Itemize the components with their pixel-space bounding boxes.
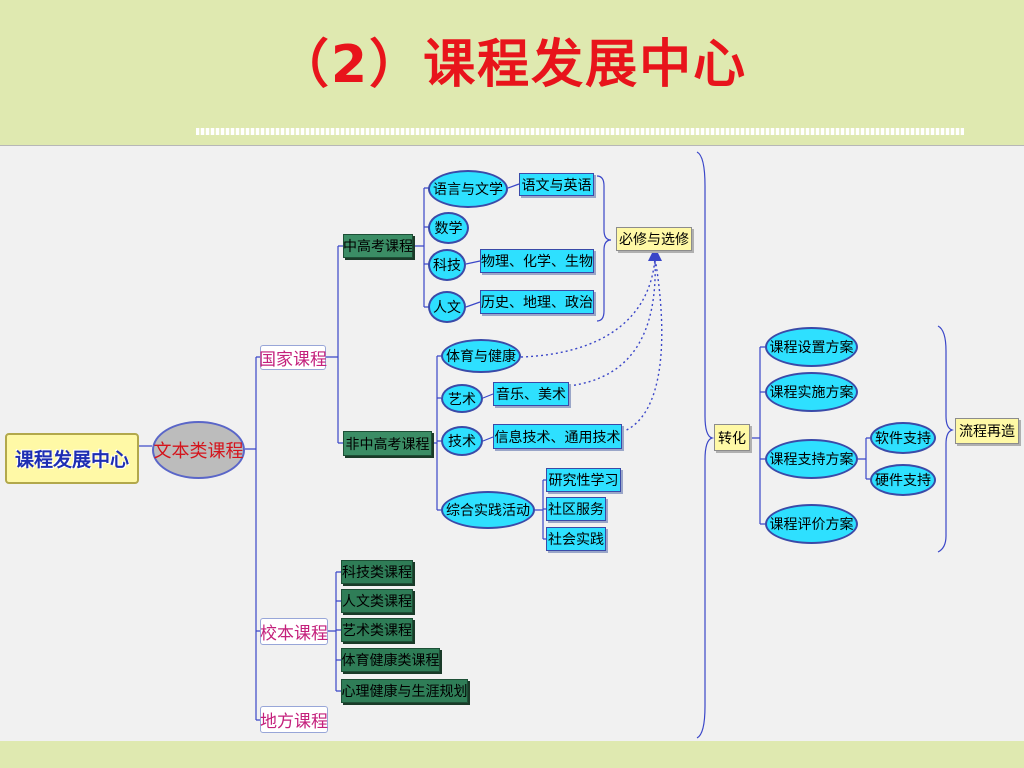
plan-implement-node: 课程实施方案 [765, 372, 858, 412]
school-item-psych-career: 心理健康与生涯规划 [341, 679, 468, 703]
dotted-arts-required [568, 257, 656, 387]
nonexam-courses-node: 非中高考课程 [343, 431, 432, 456]
link-practice [535, 479, 546, 540]
link-hum [465, 301, 481, 308]
music-art-node: 音乐、美术 [493, 382, 569, 406]
link-exam [413, 187, 430, 308]
research-learning-node: 研究性学习 [546, 468, 621, 492]
title-divider [196, 128, 964, 135]
national-courses-node: 国家课程 [259, 345, 327, 370]
exam-courses-node: 中高考课程 [343, 234, 413, 258]
plan-setup-node: 课程设置方案 [765, 327, 858, 367]
hardware-support-node: 硬件支持 [870, 464, 936, 496]
humanities-node: 人文 [428, 291, 466, 323]
page-title: （2）课程发展中心 [276, 35, 748, 95]
link-school [328, 571, 341, 692]
plan-support-node: 课程支持方案 [765, 439, 858, 479]
brace-required [596, 175, 612, 322]
plan-evaluation-node: 课程评价方案 [765, 504, 858, 544]
link-tech [482, 436, 494, 442]
phys-chem-bio-node: 物理、化学、生物 [480, 249, 594, 273]
school-item-pe-health: 体育健康类课程 [341, 648, 440, 672]
community-service-node: 社区服务 [546, 497, 606, 521]
dotted-tech-required [621, 257, 663, 433]
it-general-tech-node: 信息技术、通用技术 [493, 424, 622, 449]
link-arts [482, 393, 494, 399]
hist-geo-pol-node: 历史、地理、政治 [480, 290, 594, 314]
math-node: 数学 [428, 212, 469, 244]
required-elective-node: 必修与选修 [616, 227, 692, 251]
practice-node: 综合实践活动 [441, 491, 535, 529]
lang-lit-node: 语言与文学 [428, 170, 508, 208]
pe-health-node: 体育与健康 [441, 339, 521, 373]
sci-tech-node: 科技 [428, 249, 466, 281]
link-nonexam [432, 355, 441, 511]
chinese-english-node: 语文与英语 [519, 173, 594, 196]
local-courses-node: 地方课程 [260, 706, 328, 733]
link-support [858, 437, 870, 480]
school-courses-node: 校本课程 [260, 618, 328, 645]
connector-lines [139, 151, 954, 739]
school-item-science: 科技类课程 [341, 560, 413, 584]
mind-map-canvas: 课程发展中心 文本类课程 国家课程 校本课程 地方课程 中高考课程 非中高考课程… [0, 145, 1024, 742]
link-lang [507, 183, 520, 189]
root-node: 课程发展中心 [5, 433, 139, 484]
link-transform [750, 346, 765, 525]
social-practice-node: 社会实践 [546, 527, 606, 551]
arts-node: 艺术 [441, 384, 483, 413]
brace-main [696, 151, 715, 739]
school-item-arts: 艺术类课程 [341, 618, 413, 642]
transform-node: 转化 [714, 424, 750, 451]
brace-reengineering [937, 325, 954, 553]
link-text-categories [245, 356, 262, 721]
bottom-band [0, 741, 1024, 768]
reengineering-node: 流程再造 [955, 418, 1019, 444]
link-national [326, 245, 343, 444]
technology-node: 技术 [441, 426, 483, 456]
text-courses-node: 文本类课程 [152, 421, 245, 479]
school-item-humanities: 人文类课程 [341, 589, 413, 613]
software-support-node: 软件支持 [870, 422, 936, 454]
link-sci [465, 260, 481, 265]
